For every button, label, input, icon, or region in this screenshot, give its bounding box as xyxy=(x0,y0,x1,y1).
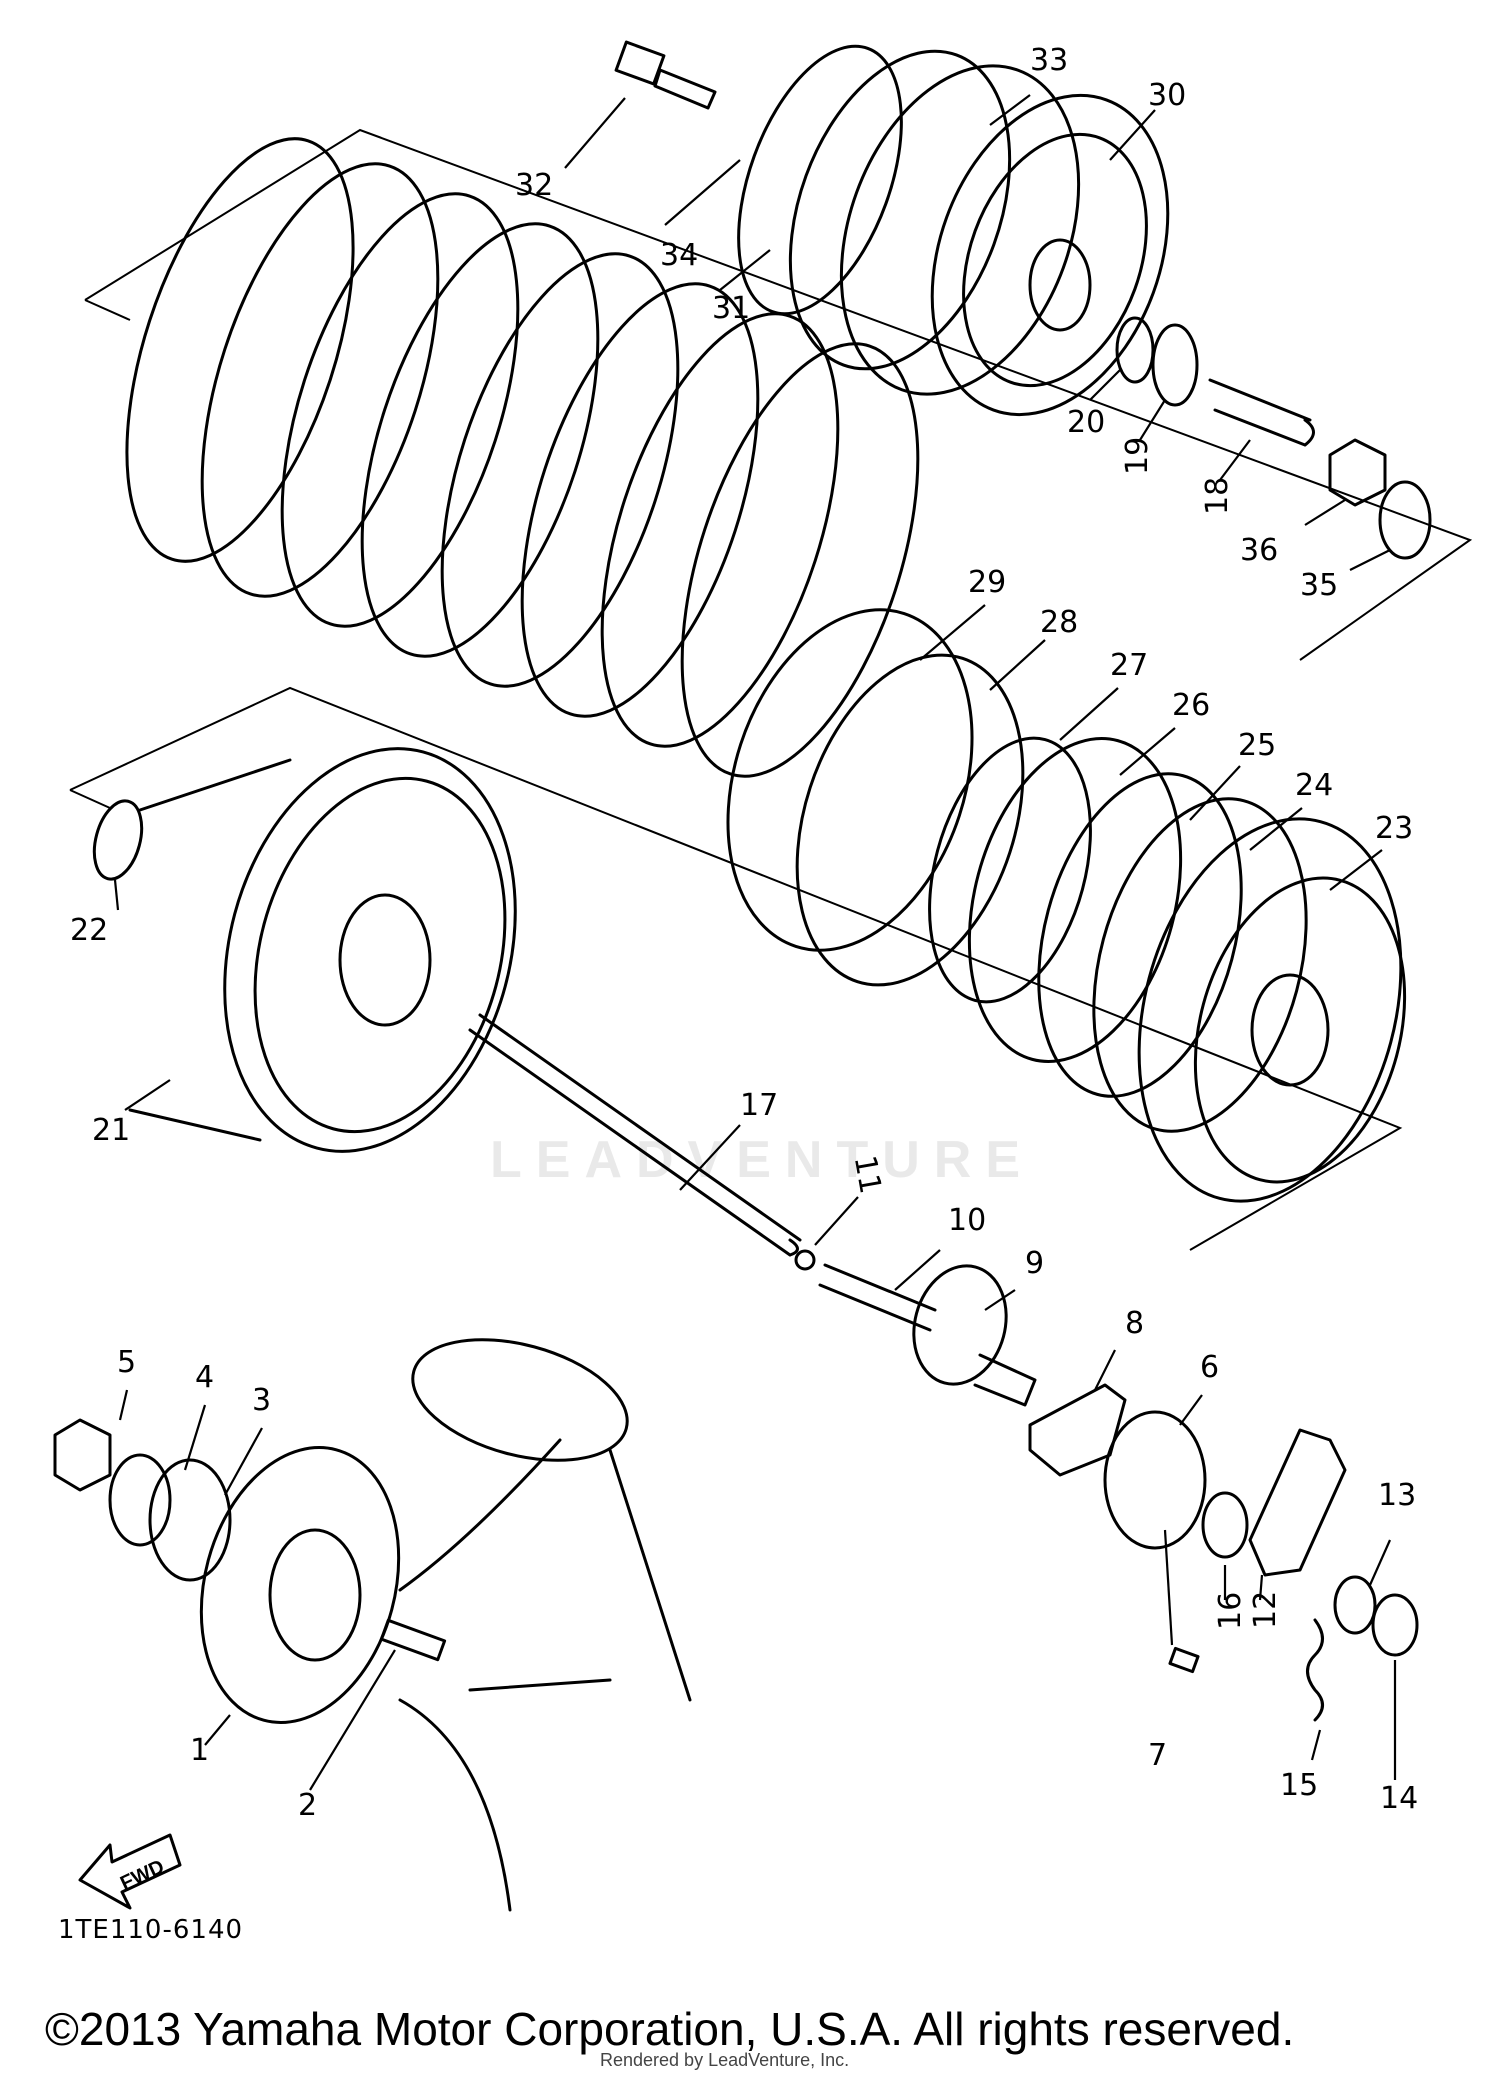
callout-20: 20 xyxy=(1067,405,1105,440)
callout-33: 33 xyxy=(1030,43,1068,78)
callout-35: 35 xyxy=(1300,568,1338,603)
bolt-32-drawing xyxy=(614,40,717,110)
callout-8: 8 xyxy=(1125,1306,1144,1341)
ball-11-drawing xyxy=(794,1249,816,1271)
callout-9: 9 xyxy=(1025,1246,1044,1281)
callout-3: 3 xyxy=(252,1383,271,1418)
callout-1: 1 xyxy=(190,1733,209,1768)
callout-5: 5 xyxy=(117,1345,136,1380)
lower-assembly-frame xyxy=(69,686,1403,1251)
callout-36: 36 xyxy=(1240,533,1278,568)
nut-36-drawing xyxy=(1328,438,1387,507)
callout-31: 31 xyxy=(712,291,750,326)
plate-26-drawing xyxy=(967,737,1183,1063)
callout-34: 34 xyxy=(660,238,698,273)
callout-labels: 1 2 3 4 5 6 7 8 9 10 11 12 13 14 15 16 1… xyxy=(70,43,1418,1823)
plate-25-drawing xyxy=(1037,772,1243,1098)
plate-27-drawing xyxy=(928,736,1092,1004)
lever-12-drawing xyxy=(1248,1428,1347,1577)
callout-7: 7 xyxy=(1148,1738,1167,1773)
nut-5-drawing xyxy=(53,1418,112,1492)
callout-29: 29 xyxy=(968,565,1006,600)
push-rod-17-drawing xyxy=(468,1013,802,1257)
push-rod-10-drawing xyxy=(818,1263,937,1332)
lock-washer-35-drawing xyxy=(1378,480,1432,560)
friction-plate-28-drawing xyxy=(795,653,1025,987)
callout-27: 27 xyxy=(1110,648,1148,683)
plate-8-drawing xyxy=(1028,1383,1127,1477)
plate-33-drawing xyxy=(839,64,1081,396)
callout-30: 30 xyxy=(1148,78,1186,113)
nut-14-drawing xyxy=(1371,1593,1419,1657)
push-lever-9-drawing xyxy=(912,1264,1037,1407)
seal-6-drawing xyxy=(1103,1410,1207,1550)
callout-11: 11 xyxy=(847,1153,888,1197)
pin-7-drawing xyxy=(1168,1646,1200,1674)
callout-28: 28 xyxy=(1040,605,1078,640)
callout-14: 14 xyxy=(1380,1781,1418,1816)
clutch-boss-23-drawing xyxy=(1137,817,1407,1203)
callout-19: 19 xyxy=(1120,437,1155,475)
callout-10: 10 xyxy=(948,1203,986,1238)
leader-lines xyxy=(113,94,1397,1791)
crankshaft-sketch-drawing xyxy=(398,1438,692,1912)
callout-23: 23 xyxy=(1375,811,1413,846)
washer-3-drawing xyxy=(148,1458,232,1582)
callout-2: 2 xyxy=(298,1788,317,1823)
plate-29-drawing xyxy=(726,608,974,952)
fwd-arrow-icon: FWD xyxy=(78,1833,182,1910)
key-2-drawing xyxy=(379,1618,447,1662)
rendered-by-note: Rendered by LeadVenture, Inc. xyxy=(600,2050,850,2070)
callout-16: 16 xyxy=(1213,1592,1248,1630)
copyright-notice: ©2013 Yamaha Motor Corporation, U.S.A. A… xyxy=(45,2003,1295,2055)
callout-13: 13 xyxy=(1378,1478,1416,1513)
lock-washer-4-drawing xyxy=(108,1453,172,1547)
callout-12: 12 xyxy=(1248,1591,1283,1629)
callout-6: 6 xyxy=(1200,1350,1219,1385)
clutch-plate-stack-drawing xyxy=(125,137,920,778)
plate-24-drawing xyxy=(1092,797,1308,1133)
callout-4: 4 xyxy=(195,1360,214,1395)
primary-drive-gear-1-drawing xyxy=(199,1446,401,1724)
callout-21: 21 xyxy=(92,1113,130,1148)
callout-24: 24 xyxy=(1295,768,1333,803)
washer-22-drawing xyxy=(92,799,144,881)
callout-32: 32 xyxy=(515,168,553,203)
fwd-label: FWD xyxy=(117,1856,168,1895)
diagram-code: 1TE110-6140 xyxy=(58,1915,244,1945)
callout-26: 26 xyxy=(1172,688,1210,723)
crank-web-drawing xyxy=(411,1338,629,1462)
upper-assembly-frame xyxy=(84,128,1473,661)
callout-22: 22 xyxy=(70,913,108,948)
push-rod-18-drawing xyxy=(1208,378,1315,447)
callout-18: 18 xyxy=(1200,477,1235,515)
pressure-plate-30-drawing xyxy=(930,93,1170,417)
callout-17: 17 xyxy=(740,1088,778,1123)
spring-plate-31-drawing xyxy=(788,49,1012,371)
seal-16-drawing xyxy=(1201,1491,1249,1559)
callout-25: 25 xyxy=(1238,728,1276,763)
clutch-housing-21-drawing xyxy=(128,747,517,1153)
spring-15-drawing xyxy=(1306,1618,1324,1722)
washer-13-drawing xyxy=(1333,1575,1377,1635)
watermark-text: LEADVENTURE xyxy=(490,1131,1035,1189)
bearing-19-drawing xyxy=(1151,323,1199,407)
plate-34-drawing xyxy=(737,44,903,316)
callout-15: 15 xyxy=(1280,1768,1318,1803)
